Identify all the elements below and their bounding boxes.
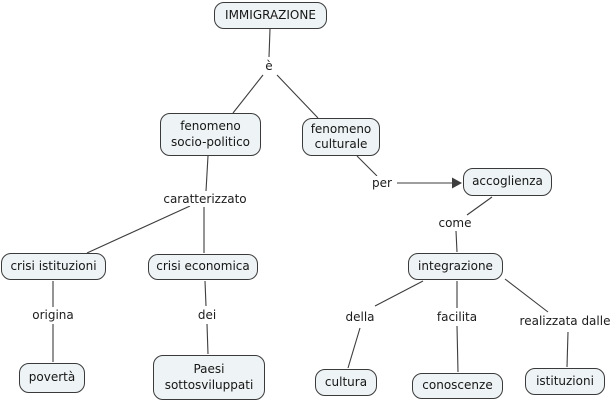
concept-node-crisi-istituzioni: crisi istituzioni xyxy=(1,253,106,280)
connector-line-accoglienza-to-label-come xyxy=(466,196,493,216)
concept-node-poverta: povertà xyxy=(19,363,85,393)
arrowhead-icon xyxy=(452,177,462,189)
connector-line-label-della-to-cultura xyxy=(347,327,361,369)
connector-line-label-realizzata-dalle-to-istituzioni xyxy=(566,331,569,368)
concept-node-fenomeno-socio-politico: fenomeno socio-politico xyxy=(160,113,261,156)
link-label-e: è xyxy=(263,59,275,73)
concept-node-istituzioni: istituzioni xyxy=(525,368,605,395)
connector-line-label-e-to-fenomeno-socio-politico xyxy=(232,74,264,114)
link-label-per: per xyxy=(370,176,394,190)
link-label-della: della xyxy=(343,310,377,324)
connector-line-integrazione-to-label-realizzata-dalle xyxy=(504,278,549,313)
concept-node-crisi-economica: crisi economica xyxy=(148,254,258,280)
link-label-realizzata-dalle: realizzata dalle xyxy=(517,314,613,328)
concept-node-paesi-sottosviluppati: Paesi sottosviluppati xyxy=(153,355,265,400)
link-label-come: come xyxy=(436,216,474,230)
connector-line-fenomeno-socio-politico-to-label-caratterizzato xyxy=(205,155,209,192)
connector-line-label-come-to-integrazione xyxy=(455,230,458,253)
link-label-dei: dei xyxy=(195,308,219,322)
connector-line-integrazione-to-label-della xyxy=(374,280,424,307)
connector-line-fenomeno-culturale-to-label-per xyxy=(356,155,378,177)
connector-line-immigrazione-to-label-e xyxy=(268,28,271,58)
connector-line-label-e-to-fenomeno-culturale xyxy=(276,74,319,119)
concept-node-immigrazione: IMMIGRAZIONE xyxy=(214,2,327,29)
concept-node-integrazione: integrazione xyxy=(408,253,503,280)
link-label-facilita: facilita xyxy=(434,310,480,324)
link-label-origina: origina xyxy=(30,308,76,322)
connector-line-label-caratterizzato-to-crisi-istituzioni xyxy=(86,205,191,254)
concept-node-accoglienza: accoglienza xyxy=(463,168,552,196)
concept-node-fenomeno-culturale: fenomeno culturale xyxy=(302,118,380,156)
concept-node-conoscenze: conoscenze xyxy=(412,373,503,399)
concept-node-cultura: cultura xyxy=(315,369,377,396)
connector-line-crisi-economica-to-label-dei xyxy=(204,280,207,307)
link-label-caratterizzato: caratterizzato xyxy=(161,192,249,206)
connector-line-label-facilita-to-conoscenze xyxy=(456,325,459,373)
connector-line-label-dei-to-paesi-sottosviluppati xyxy=(206,323,209,355)
